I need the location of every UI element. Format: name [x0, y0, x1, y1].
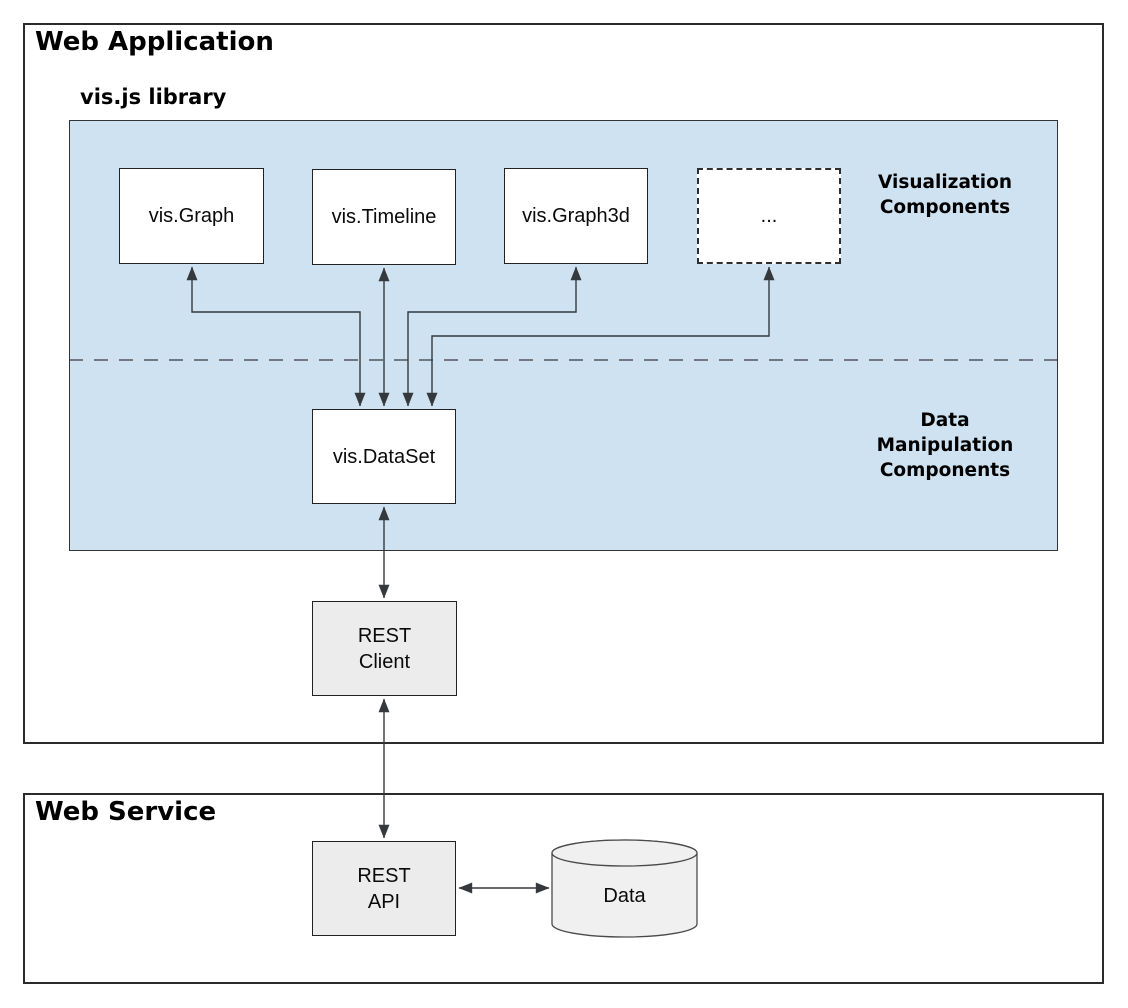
web-service-title: Web Service [35, 797, 217, 827]
rest-api-box: REST API [312, 841, 456, 936]
vis-dataset-box: vis.DataSet [312, 409, 456, 504]
data-manipulation-components-label: Data Manipulation Components [876, 410, 1014, 481]
vis-library-label: vis.js library [80, 85, 227, 109]
component-box-vis-timeline: vis.Timeline [312, 169, 456, 265]
rest-client-box: REST Client [312, 601, 457, 696]
visualization-components-label: Visualization Components [878, 172, 1012, 218]
component-box-vis-graph3d: vis.Graph3d [504, 168, 648, 264]
component-box-vis-graph: vis.Graph [119, 168, 264, 264]
component-box-more-placeholder: ... [697, 168, 841, 264]
web-application-title: Web Application [35, 27, 274, 57]
